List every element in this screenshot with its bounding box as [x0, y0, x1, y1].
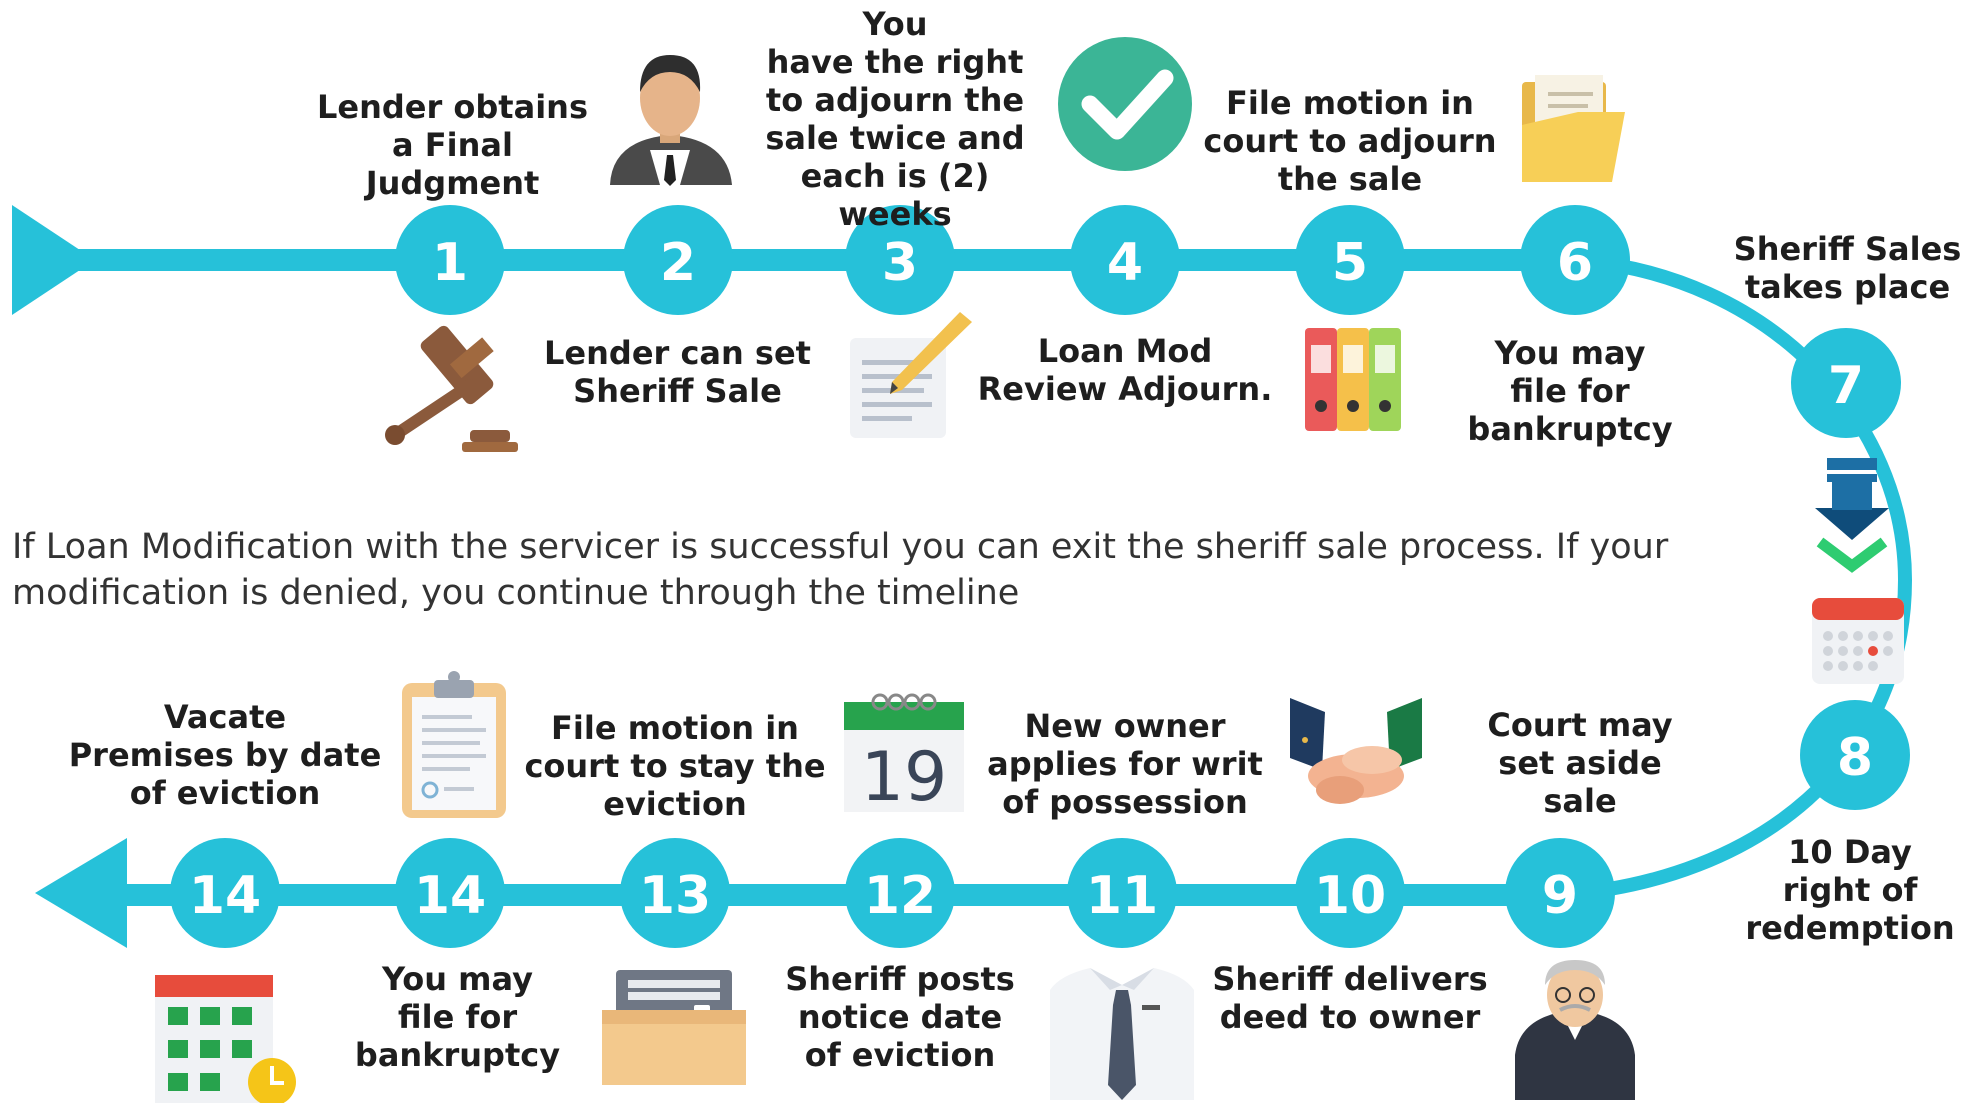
- folder-icon: [1522, 75, 1625, 182]
- calendar-19-icon: 19: [844, 693, 964, 817]
- step-circle-4: 4: [1070, 205, 1180, 315]
- step-circle-3: 3: [845, 205, 955, 315]
- step-number: 14: [189, 866, 261, 926]
- step-label-11: New owner applies for writ of possession: [987, 707, 1263, 821]
- step-number: 4: [1107, 233, 1143, 293]
- checkmark-icon: [1058, 37, 1192, 171]
- step-circle-6: 6: [1520, 205, 1630, 315]
- step-number: 7: [1828, 356, 1864, 416]
- step-number: 10: [1314, 866, 1386, 926]
- step-number: 5: [1332, 233, 1368, 293]
- step-circle-9: 9: [1505, 838, 1615, 948]
- calendar-day: 19: [861, 738, 948, 817]
- document-pen-icon: [850, 312, 972, 438]
- step-label-3: You have the right to adjourn the sale t…: [765, 5, 1025, 233]
- step-label-10: Sheriff delivers deed to owner: [1212, 960, 1488, 1036]
- step-label-2: Lender can set Sheriff Sale: [544, 334, 811, 410]
- step-number: 3: [882, 233, 918, 293]
- step-label-12: Sheriff posts notice date of eviction: [785, 960, 1015, 1074]
- step-number: 8: [1837, 728, 1873, 788]
- step-circle-14b: 14: [170, 838, 280, 948]
- loan-modification-note: If Loan Modification with the servicer i…: [12, 527, 1669, 613]
- step-number: 13: [639, 866, 711, 926]
- step-label-5: File motion in court to adjourn the sale: [1203, 84, 1497, 198]
- step-label-14a: You may file for bankruptcy: [354, 960, 561, 1074]
- step-circle-10: 10: [1295, 838, 1405, 948]
- step-number: 11: [1086, 866, 1158, 926]
- businessman-icon: [610, 55, 732, 186]
- step-label-9: Court may set aside sale: [1487, 706, 1673, 820]
- step-circle-5: 5: [1295, 205, 1405, 315]
- file-drawer-icon: [602, 970, 746, 1085]
- step-circle-7: 7: [1791, 328, 1901, 438]
- step-number: 9: [1542, 866, 1578, 926]
- start-arrow-icon: [12, 205, 95, 315]
- clipboard-icon: [402, 671, 506, 818]
- step-circle-8: 8: [1800, 700, 1910, 810]
- handshake-icon: [1290, 698, 1422, 804]
- step-number: 6: [1557, 233, 1593, 293]
- step-circle-11: 11: [1067, 838, 1177, 948]
- step-circle-12: 12: [845, 838, 955, 948]
- step-number: 1: [432, 233, 468, 293]
- step-label-13: File motion in court to stay the evictio…: [524, 709, 826, 823]
- download-arrow-icon: [1815, 458, 1889, 573]
- step-label-14b: Vacate Premises by date of eviction: [68, 698, 382, 812]
- shirt-tie-icon: [1050, 968, 1194, 1100]
- step-circle-2: 2: [623, 205, 733, 315]
- end-arrow-icon: [35, 838, 127, 948]
- step-circle-14a: 14: [395, 838, 505, 948]
- step-label-6: You may file for bankruptcy: [1467, 334, 1673, 448]
- step-circle-13: 13: [620, 838, 730, 948]
- step-label-7: Sheriff Sales takes place: [1733, 230, 1962, 306]
- calendar-clock-icon: [155, 975, 296, 1103]
- step-number: 2: [660, 233, 696, 293]
- judge-icon: [1515, 960, 1635, 1100]
- step-label-4: Loan Mod Review Adjourn.: [977, 332, 1273, 408]
- calendar-icon: [1812, 598, 1904, 684]
- step-number: 12: [864, 866, 936, 926]
- gavel-icon: [385, 325, 518, 452]
- binders-icon: [1305, 328, 1401, 431]
- step-label-8: 10 Day right of redemption: [1745, 833, 1955, 947]
- curve-track-line: [1559, 253, 1913, 902]
- step-number: 14: [414, 866, 486, 926]
- step-circle-1: 1: [395, 205, 505, 315]
- step-label-1: Lender obtains a Final Judgment: [317, 88, 588, 202]
